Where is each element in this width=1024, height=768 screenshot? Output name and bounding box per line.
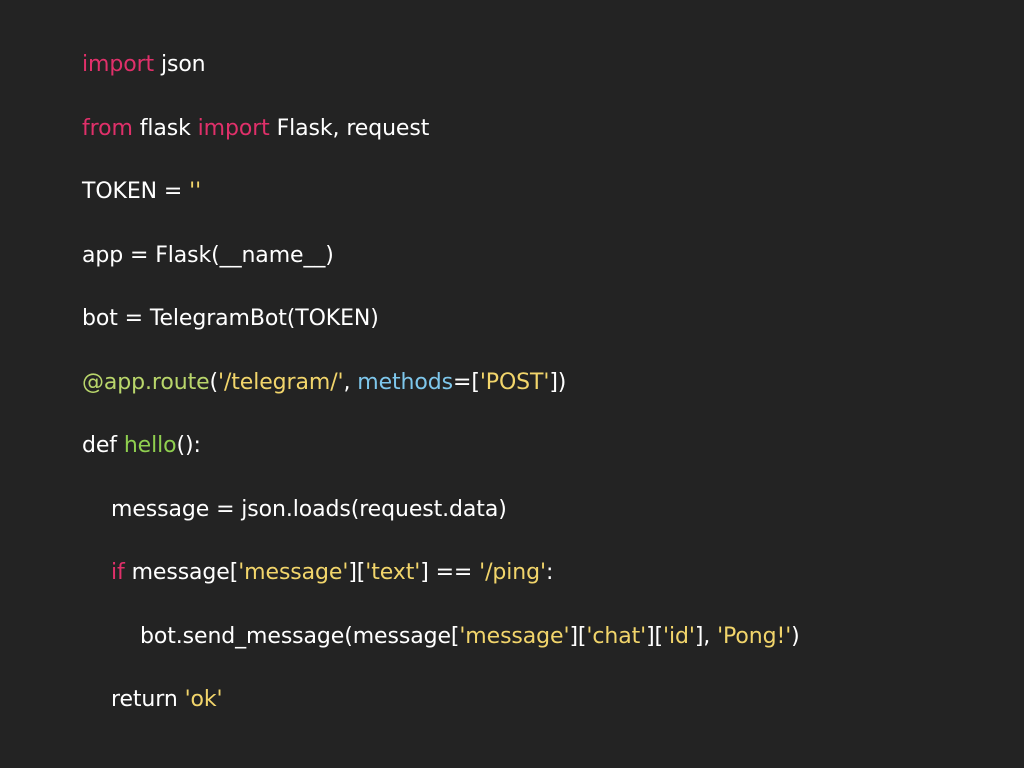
code-token-plain: ][ [646, 623, 664, 649]
code-token-plain: TOKEN = [82, 179, 190, 204]
code-token-plain: Flask, request [269, 115, 430, 141]
code-token-plain: ]) [549, 369, 567, 395]
code-token-parameter: methods [357, 369, 453, 395]
code-token-string: 'chat' [586, 623, 647, 649]
code-token-plain: (): [176, 433, 201, 458]
code-line: from flask import Flask, request [82, 111, 800, 175]
code-token-plain: =[ [453, 369, 480, 395]
code-token-decorator: @app.route [82, 369, 210, 395]
code-token-plain: ], [694, 623, 718, 649]
code-line: import json [82, 47, 800, 111]
code-line: @app.route('/telegram/', methods=['POST'… [82, 365, 800, 429]
code-token-plain: ][ [348, 560, 366, 585]
code-line: def hello(): [82, 428, 800, 492]
code-token-string: '/telegram/' [218, 369, 344, 395]
code-token-plain: message[ [124, 560, 239, 585]
code-line: app = Flask(__name__) [82, 238, 800, 302]
code-line: bot.send_message(message['message']['cha… [82, 619, 800, 683]
code-line: bot = TelegramBot(TOKEN) [82, 301, 800, 365]
code-token-string: 'message' [238, 560, 349, 585]
code-token-string: '/ping' [479, 560, 546, 585]
code-token-plain: bot = TelegramBot(TOKEN) [82, 306, 379, 331]
code-line: if message['message']['text'] == '/ping'… [82, 555, 800, 619]
code-token-plain: bot.send_message(message[ [140, 623, 460, 649]
code-token-plain: ] == [420, 560, 480, 585]
code-line: message = json.loads(request.data) [82, 492, 800, 556]
code-token-plain: return [111, 687, 185, 712]
code-token-string: 'message' [459, 623, 570, 649]
code-token-keyword: import [197, 115, 270, 141]
code-line: return 'ok' [82, 682, 800, 746]
code-token-string: 'ok' [184, 687, 223, 712]
code-token-string: '' [189, 179, 202, 204]
code-token-function-name: hello [123, 433, 177, 458]
code-token-plain: : [545, 560, 554, 585]
code-line: TOKEN = '' [82, 174, 800, 238]
code-token-string: 'Pong!' [717, 623, 792, 649]
code-token-plain: flask [132, 115, 198, 141]
code-token-plain: json [154, 52, 206, 77]
code-token-keyword: from [82, 115, 133, 141]
code-token-keyword: import [82, 52, 155, 77]
code-token-plain: ][ [569, 623, 587, 649]
code-token-string: 'POST' [479, 369, 550, 395]
code-token-keyword: if [111, 560, 125, 585]
code-token-string: 'text' [365, 560, 421, 585]
code-token-plain: def [82, 433, 124, 458]
code-token-plain: , [343, 369, 358, 395]
code-token-plain: message = json.loads(request.data) [111, 496, 507, 522]
code-token-plain: ) [791, 623, 800, 649]
code-token-plain: app = Flask(__name__) [82, 242, 334, 268]
code-token-plain: ( [209, 369, 219, 395]
code-token-string: 'id' [663, 623, 695, 649]
